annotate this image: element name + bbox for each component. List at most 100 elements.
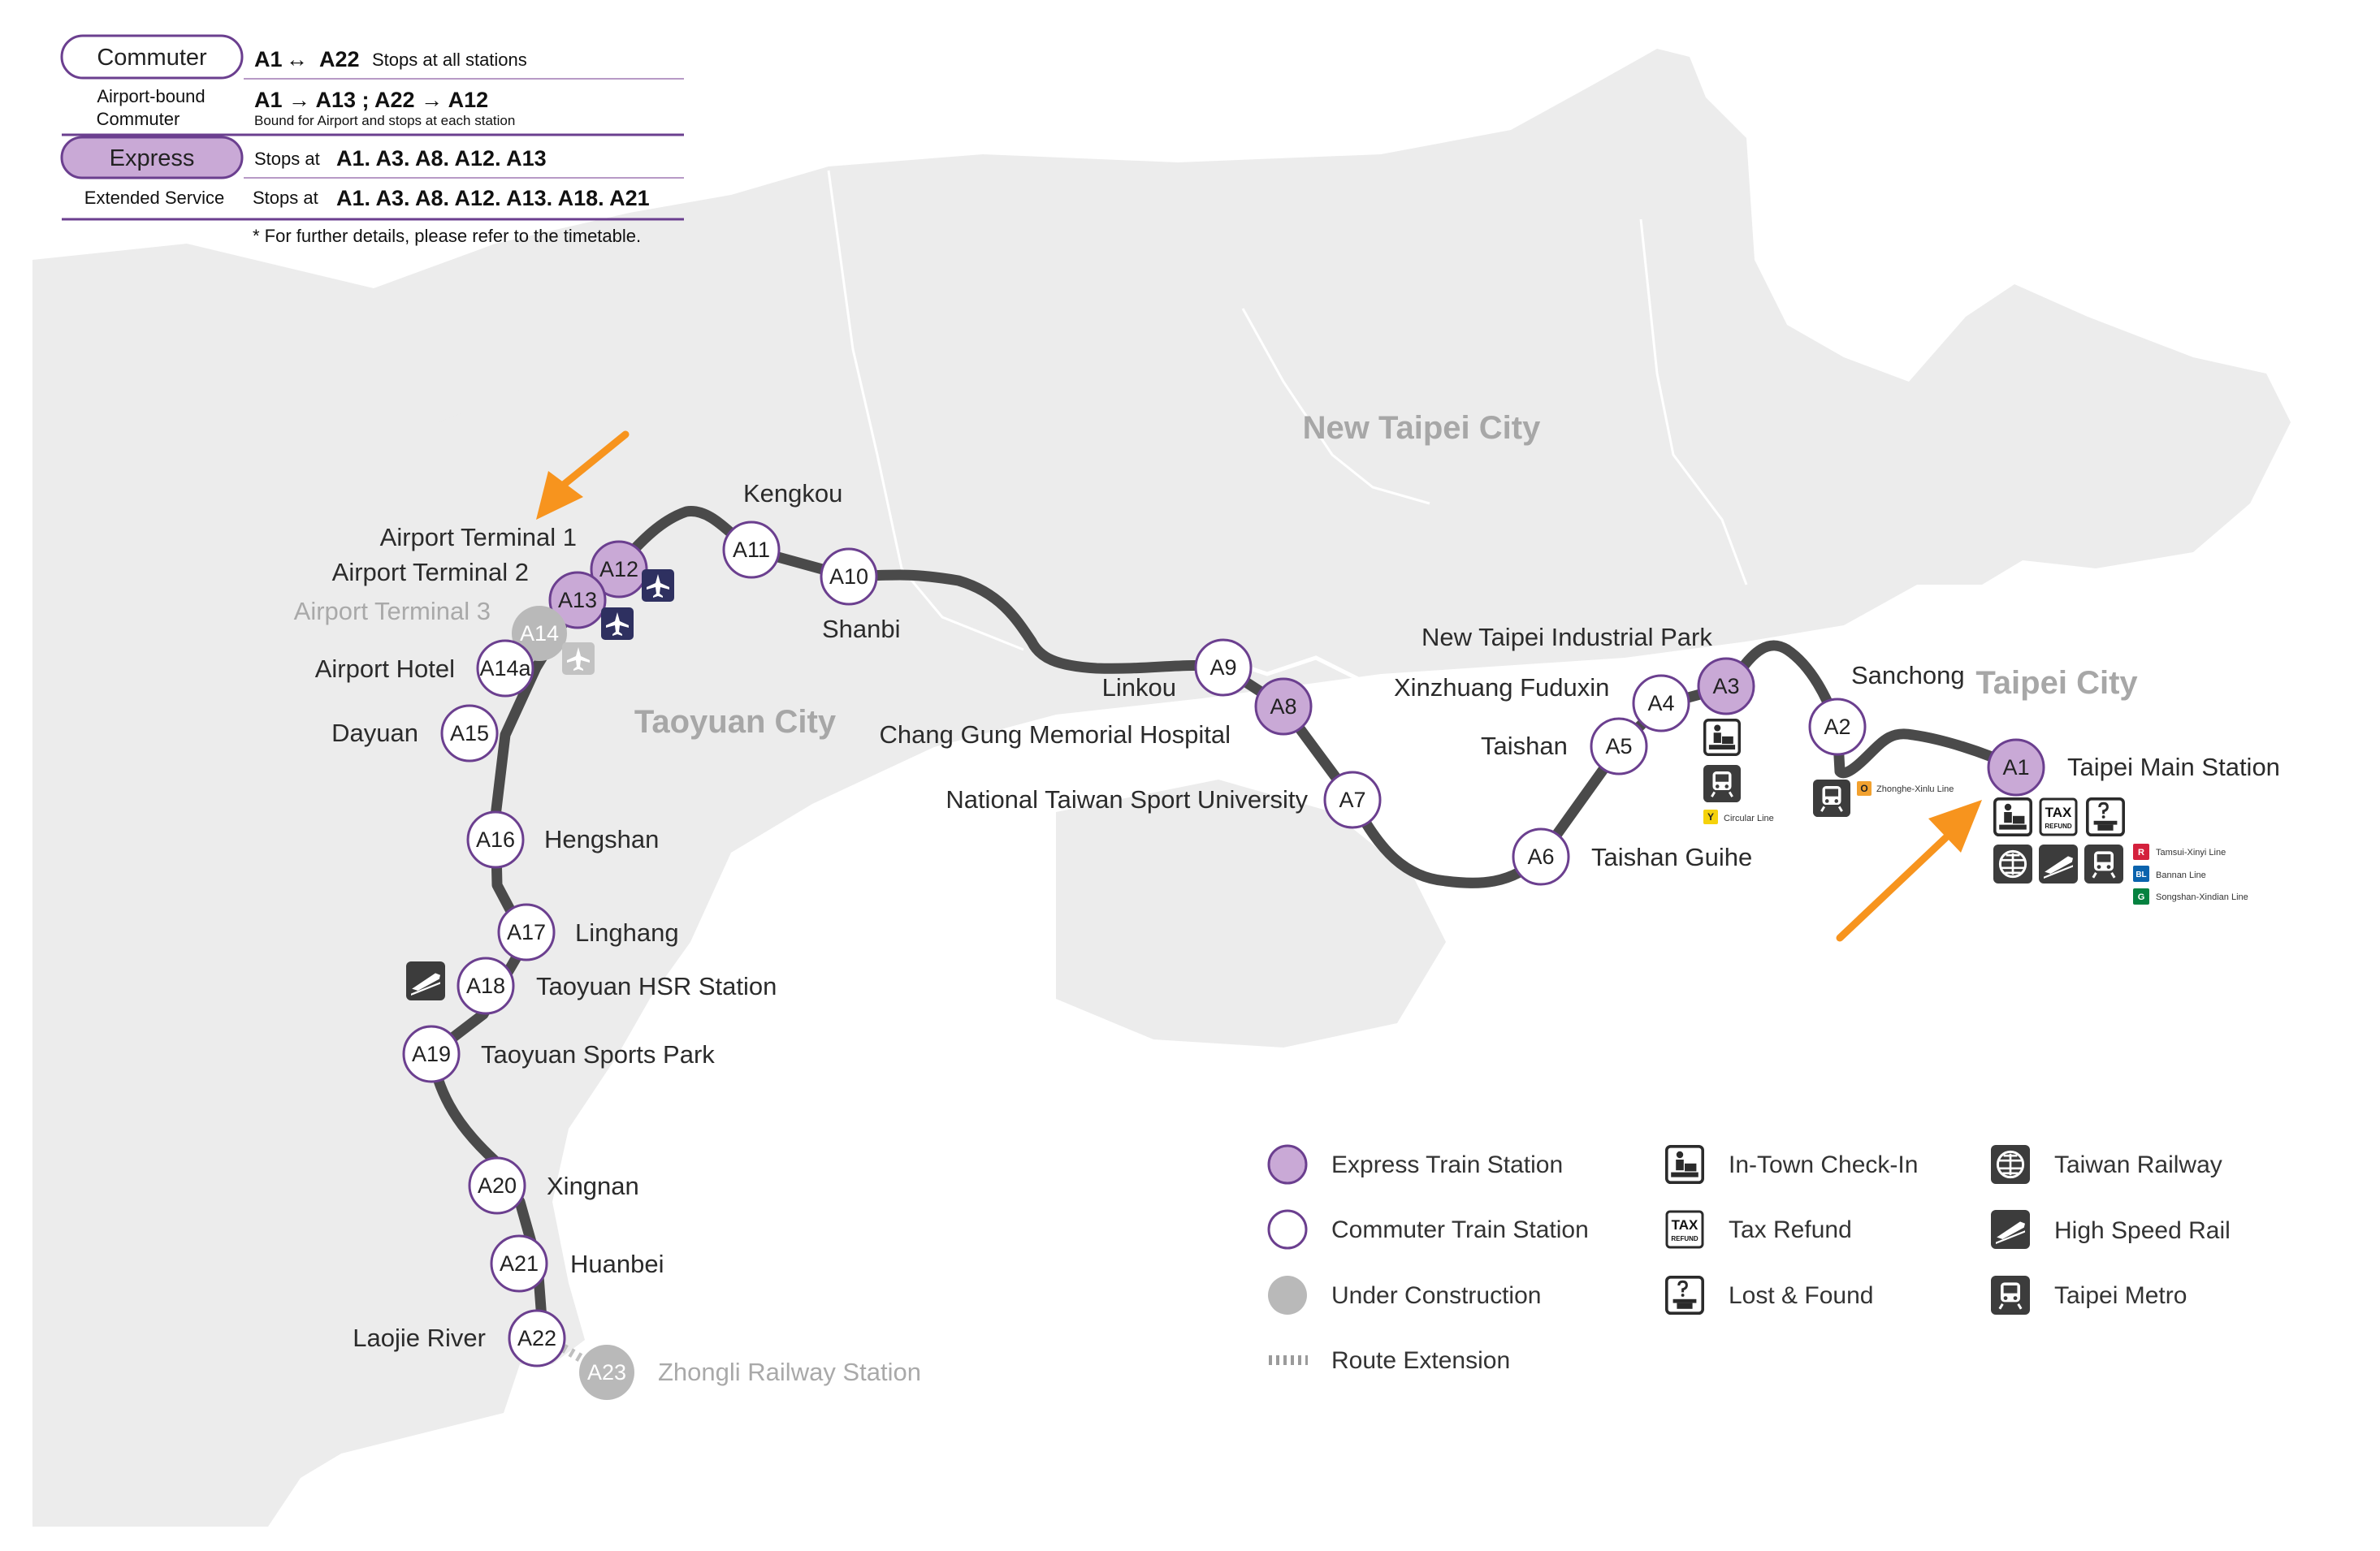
- svg-text:A17: A17: [507, 920, 546, 944]
- in-town-check-in-icon: [1703, 719, 1741, 756]
- station-label-a19: Taoyuan Sports Park: [481, 1040, 715, 1069]
- express-pill: [60, 136, 244, 179]
- station-a10[interactable]: A10: [820, 547, 878, 606]
- stations: A1 Taipei Main Station A2 Sanchong A3 Ne…: [294, 479, 2280, 1400]
- station-a3[interactable]: A3: [1697, 657, 1755, 715]
- station-label-a6: Taishan Guihe: [1591, 843, 1752, 871]
- station-label-a10: Shanbi: [822, 615, 901, 643]
- svg-text:Y: Y: [1707, 811, 1714, 823]
- station-a4[interactable]: A4: [1632, 674, 1690, 732]
- legend-express-swatch: [1267, 1144, 1308, 1185]
- svg-text:Express: Express: [110, 145, 195, 171]
- station-a14[interactable]: A14: [512, 606, 567, 661]
- station-a22[interactable]: A22: [508, 1309, 566, 1367]
- svg-text:A19: A19: [412, 1042, 451, 1066]
- station-a2[interactable]: A2: [1808, 698, 1867, 756]
- airplane-icon: [562, 642, 595, 675]
- station-label-a13: Airport Terminal 2: [332, 558, 529, 586]
- pointer-arrow-airport: [536, 430, 630, 520]
- airport-bound-desc: Bound for Airport and stops at each stat…: [254, 113, 515, 128]
- station-a11[interactable]: A11: [722, 521, 781, 579]
- express-prefix: Stops at: [254, 149, 320, 169]
- svg-text:A14a: A14a: [479, 656, 531, 680]
- city-taoyuan: Taoyuan City: [634, 704, 837, 740]
- city-taipei: Taipei City: [1975, 665, 2138, 701]
- station-a20[interactable]: A20: [468, 1156, 526, 1215]
- station-a16[interactable]: A16: [466, 810, 525, 869]
- station-a8[interactable]: A8: [1254, 677, 1313, 736]
- map-facility-icons: Y Circular Line O Zhonghe-Xinlu Line TAX…: [406, 569, 2248, 1000]
- station-label-a23: Zhongli Railway Station: [658, 1358, 921, 1386]
- station-a14a[interactable]: A14a: [476, 639, 534, 698]
- commuter-route-to: A22: [319, 47, 360, 71]
- station-label-a18: Taoyuan HSR Station: [536, 972, 777, 1000]
- station-label-a5: Taishan: [1481, 732, 1568, 760]
- station-a17[interactable]: A17: [497, 903, 556, 961]
- station-label-a11: Kengkou: [743, 479, 842, 508]
- station-label-a7: National Taiwan Sport University: [946, 785, 1308, 814]
- svg-text:O: O: [1860, 783, 1867, 794]
- svg-text:A22: A22: [517, 1326, 556, 1350]
- station-a13[interactable]: A13: [548, 571, 607, 629]
- taipei-metro-icon: [1703, 765, 1741, 802]
- extended-prefix: Stops at: [253, 188, 318, 208]
- svg-text:A2: A2: [1824, 715, 1850, 739]
- lost-found-icon: [2086, 797, 2125, 836]
- station-label-a22: Laojie River: [353, 1324, 486, 1352]
- svg-text:A8: A8: [1270, 694, 1296, 719]
- svg-text:A3: A3: [1712, 674, 1739, 698]
- airplane-icon: [601, 607, 634, 640]
- in-town-check-in-icon: [1993, 797, 2032, 836]
- station-label-a16: Hengshan: [544, 825, 659, 853]
- svg-text:A12: A12: [599, 557, 638, 581]
- commuter-route-from: A1: [254, 47, 283, 71]
- station-a21[interactable]: A21: [490, 1234, 548, 1293]
- legend-tax-refund: Tax Refund: [1729, 1216, 1852, 1243]
- circular-line-badge: [1703, 810, 1718, 824]
- station-a1[interactable]: A1: [1987, 738, 2045, 797]
- district-border: [827, 170, 1748, 1097]
- bannan-line-badge: [2133, 866, 2149, 882]
- service-legend: Commuter A1 ↔ A22 Stops at all stations …: [60, 34, 684, 246]
- station-a6[interactable]: A6: [1512, 827, 1570, 886]
- station-label-a2: Sanchong: [1851, 661, 1965, 689]
- station-label-a4: Xinzhuang Fuduxin: [1394, 673, 1609, 702]
- svg-text:A6: A6: [1527, 845, 1554, 869]
- taipei-metro-icon: [1991, 1276, 2030, 1315]
- station-a12[interactable]: A12: [590, 540, 648, 598]
- station-a5[interactable]: A5: [1590, 717, 1648, 776]
- in-town-check-in-icon: [1665, 1145, 1704, 1184]
- legend-under-construction-swatch: [1268, 1276, 1307, 1315]
- high-speed-rail-icon: [406, 961, 445, 1000]
- svg-text:A7: A7: [1339, 788, 1365, 812]
- map-land: [32, 49, 2291, 1527]
- zhonghe-xinlu-line-label: Zhonghe-Xinlu Line: [1876, 784, 1954, 794]
- svg-text:A11: A11: [733, 538, 770, 562]
- station-a15[interactable]: A15: [440, 704, 499, 763]
- station-a19[interactable]: A19: [402, 1025, 461, 1083]
- svg-text:A14: A14: [520, 621, 559, 646]
- station-a9[interactable]: A9: [1194, 638, 1253, 697]
- taipei-metro-icon: [2084, 845, 2123, 884]
- legend-check-in: In-Town Check-In: [1729, 1151, 1918, 1178]
- station-a23[interactable]: A23: [579, 1345, 634, 1400]
- city-new-taipei: New Taipei City: [1303, 410, 1541, 446]
- legend-route-extension: Route Extension: [1331, 1347, 1510, 1374]
- songshan-xindian-line-badge: [2133, 888, 2149, 905]
- airplane-icon: [642, 569, 674, 602]
- svg-text:A4: A4: [1647, 691, 1674, 715]
- taiwan-railway-icon: [1993, 845, 2032, 884]
- land-shape-west-coast: [183, 382, 634, 1023]
- station-a18[interactable]: A18: [457, 957, 515, 1015]
- legend-hsr: High Speed Rail: [2054, 1217, 2231, 1244]
- airport-bound-route: A1 → A13 ; A22 → A12: [254, 88, 488, 112]
- extended-stops: A1. A3. A8. A12. A13. A18. A21: [336, 186, 650, 210]
- svg-text:A21: A21: [500, 1251, 539, 1276]
- svg-text:A1: A1: [2002, 755, 2029, 780]
- svg-text:REFUND: REFUND: [2045, 823, 2072, 830]
- svg-text:TAX: TAX: [2045, 805, 2072, 820]
- station-a7[interactable]: A7: [1323, 771, 1382, 829]
- station-label-a9: Linkou: [1102, 673, 1176, 702]
- taipei-metro-icon: [1813, 780, 1850, 817]
- tax-refund-icon: TAX REFUND: [2039, 797, 2078, 836]
